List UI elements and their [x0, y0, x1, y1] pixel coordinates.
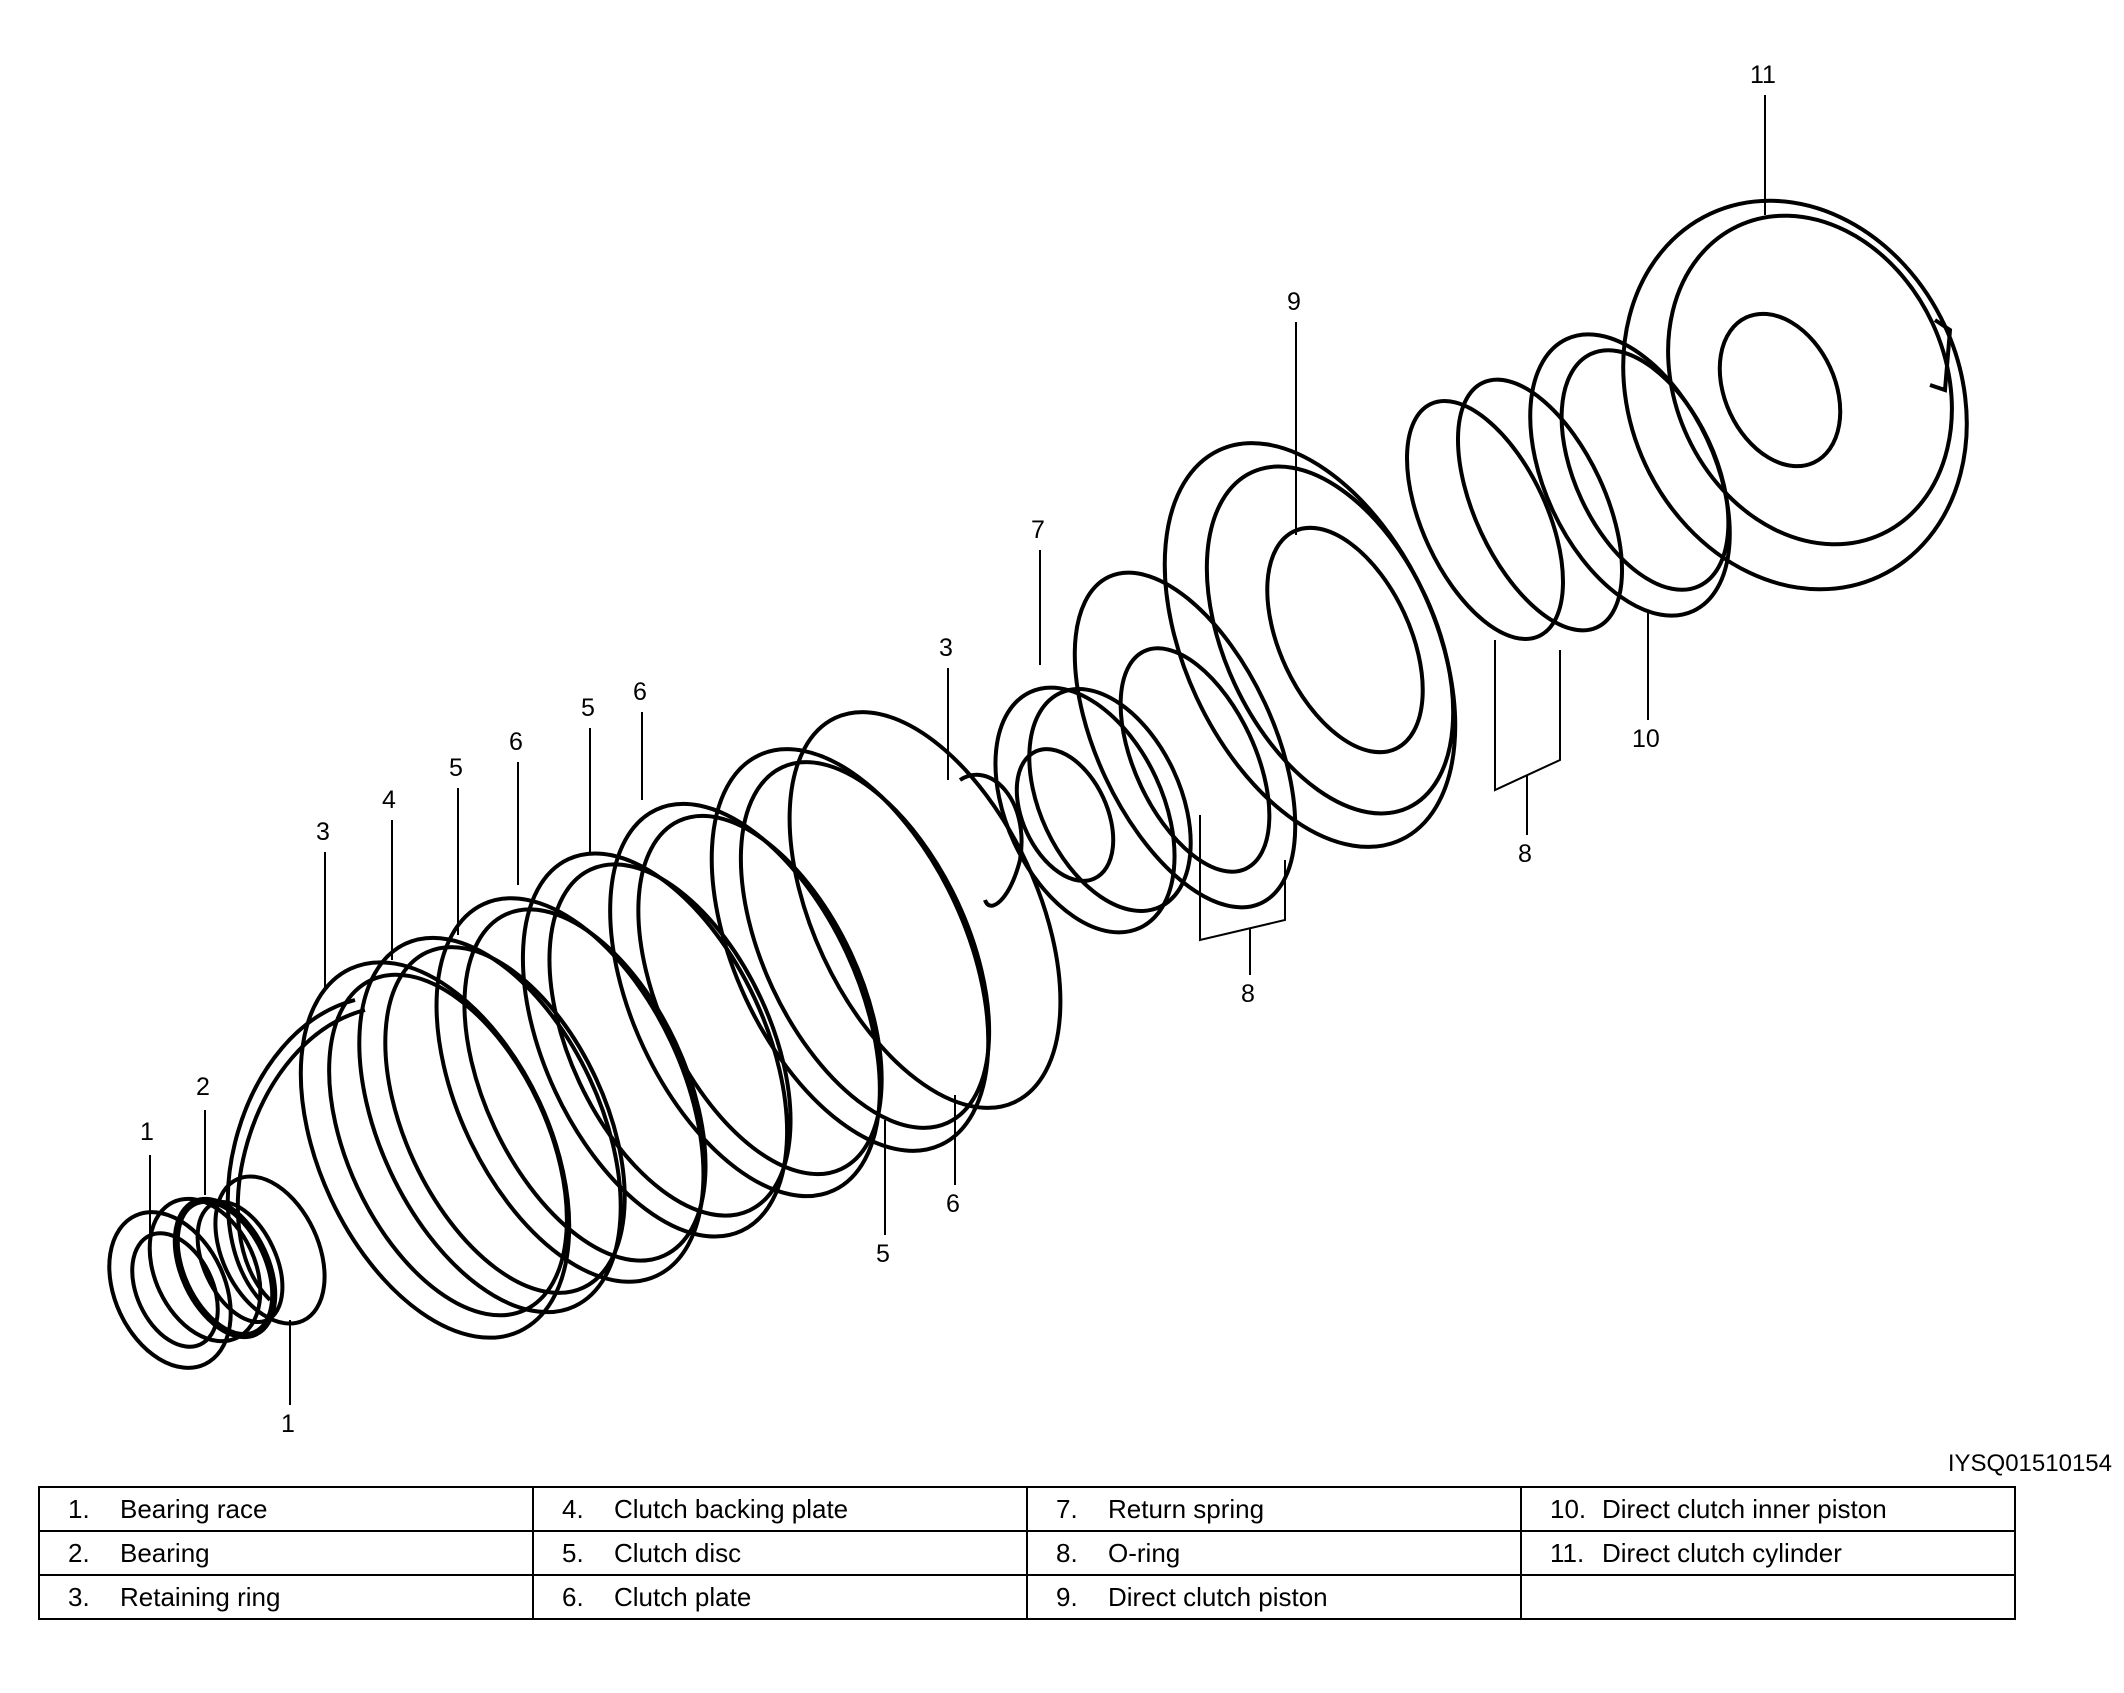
- legend-row: 2.Bearing 5.Clutch disc 8.O-ring 11.Dire…: [38, 1530, 2016, 1576]
- legend-cell: 7.Return spring: [1026, 1486, 1522, 1532]
- callout-label: 10: [1632, 725, 1660, 753]
- legend-cell: [1520, 1574, 2016, 1620]
- legend-cell: 9.Direct clutch piston: [1026, 1574, 1522, 1620]
- figure-code: IYSQ01510154: [1947, 1450, 2112, 1477]
- legend-cell: 5.Clutch disc: [532, 1530, 1028, 1576]
- callout-label: 7: [1031, 516, 1045, 544]
- callout-label: 5: [449, 754, 463, 782]
- legend-row: 3.Retaining ring 6.Clutch plate 9.Direct…: [38, 1574, 2016, 1620]
- clutch-pack: [357, 710, 1063, 1315]
- legend-cell: 3.Retaining ring: [38, 1574, 534, 1620]
- bearing-part: [172, 1196, 285, 1340]
- callout-label: 9: [1287, 288, 1301, 316]
- legend-cell: 10.Direct clutch inner piston: [1520, 1486, 2016, 1532]
- legend-cell: 8.O-ring: [1026, 1530, 1522, 1576]
- legend-cell: 11.Direct clutch cylinder: [1520, 1530, 2016, 1576]
- bearing-race-part-2: [213, 1174, 327, 1326]
- legend-cell: 2.Bearing: [38, 1530, 534, 1576]
- o-ring-part-pair-1: [1072, 570, 1298, 910]
- callout-label: 5: [581, 694, 595, 722]
- direct-clutch-cylinder-part: [1621, 198, 1969, 592]
- callout-label: 6: [946, 1190, 960, 1218]
- callout-label: 3: [939, 634, 953, 662]
- legend-cell: 1.Bearing race: [38, 1486, 534, 1532]
- callout-label: 11: [1750, 61, 1776, 89]
- exploded-view-diagram: 1 2 3 4 5 6 5 6 3 7 9 8 8 10 11 5 6 1: [107, 61, 1969, 1438]
- direct-clutch-inner-piston-part: [1528, 332, 1732, 618]
- o-ring-part-pair-2: [1405, 377, 1625, 641]
- direct-clutch-piston-part: [1162, 441, 1458, 849]
- callout-label: 1: [281, 1410, 295, 1438]
- parts-legend-table: 1.Bearing race 4.Clutch backing plate 7.…: [38, 1486, 2016, 1620]
- return-spring-part: [993, 685, 1193, 935]
- retaining-ring-part: [225, 998, 366, 1302]
- callout-label: 4: [382, 786, 396, 814]
- legend-row: 1.Bearing race 4.Clutch backing plate 7.…: [38, 1486, 2016, 1532]
- callout-label: 8: [1241, 980, 1255, 1008]
- legend-cell: 6.Clutch plate: [532, 1574, 1028, 1620]
- callout-label: 8: [1518, 840, 1532, 868]
- leader-lines: [149, 95, 1766, 1405]
- callout-label: 6: [633, 678, 647, 706]
- callout-label: 3: [316, 818, 330, 846]
- callout-label: 5: [876, 1240, 890, 1268]
- callout-label: 2: [196, 1073, 210, 1101]
- callout-label: 6: [509, 728, 523, 756]
- callout-label: 1: [140, 1118, 154, 1146]
- legend-cell: 4.Clutch backing plate: [532, 1486, 1028, 1532]
